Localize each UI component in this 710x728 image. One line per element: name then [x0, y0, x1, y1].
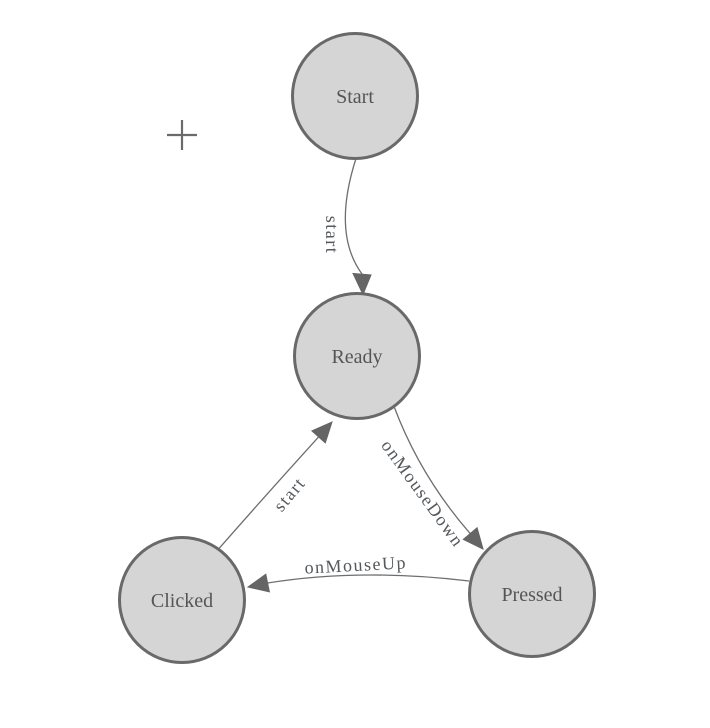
edge-clicked-to-ready-label: start	[269, 473, 309, 515]
edge-ready-to-pressed-label: onMouseDown	[377, 436, 468, 551]
node-ready-circle	[293, 292, 421, 420]
arrowhead-icon	[246, 573, 271, 593]
edge-start-to-ready-line	[344, 158, 363, 275]
node-ready-label: Ready	[331, 346, 382, 368]
edge-pressed-to-clicked-label: onMouseUp	[304, 552, 407, 577]
crosshair-icon	[167, 120, 197, 150]
node-pressed-label: Pressed	[501, 584, 562, 606]
node-clicked-circle	[118, 536, 246, 664]
edge-start-to-ready[interactable]: start	[322, 158, 372, 296]
edge-clicked-to-ready[interactable]: start	[217, 421, 333, 550]
node-clicked-label: Clicked	[151, 590, 213, 612]
arrowhead-icon	[352, 272, 372, 296]
edge-pressed-to-clicked-line	[267, 574, 470, 584]
node-start-label: Start	[336, 86, 374, 108]
node-clicked[interactable]: Clicked	[118, 536, 246, 664]
edge-ready-to-pressed[interactable]: onMouseDown	[377, 406, 484, 551]
edge-ready-to-pressed-line	[393, 406, 471, 535]
arrowhead-icon	[462, 526, 484, 550]
node-start[interactable]: Start	[291, 32, 419, 160]
node-pressed[interactable]: Pressed	[468, 530, 596, 658]
node-pressed-circle	[468, 530, 596, 658]
edge-pressed-to-clicked[interactable]: onMouseUp	[246, 552, 470, 593]
node-start-circle	[291, 32, 419, 160]
edge-clicked-to-ready-line	[217, 436, 320, 550]
edge-start-to-ready-label: start	[322, 216, 342, 255]
arrowhead-icon	[310, 421, 333, 444]
node-ready[interactable]: Ready	[293, 292, 421, 420]
